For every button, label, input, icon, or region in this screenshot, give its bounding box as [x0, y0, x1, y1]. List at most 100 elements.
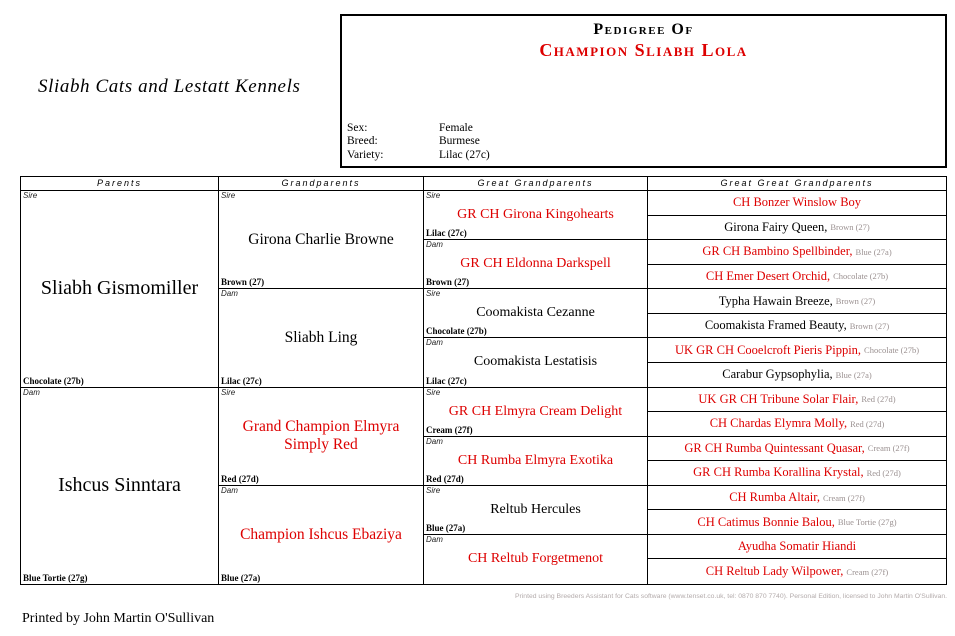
ancestor-line: Coomakista Framed Beauty,Brown (27) [648, 314, 946, 338]
info-label-variety: Variety: [347, 148, 384, 161]
great-great-grandparent-row: CH Catimus Bonnie Balou,Blue Tortie (27g… [648, 510, 946, 535]
software-footer-note: Printed using Breeders Assistant for Cat… [515, 593, 947, 600]
relation-label: Dam [426, 240, 443, 250]
relation-label: Sire [23, 191, 38, 200]
ancestor-name: Sliabh Ling [284, 328, 358, 346]
ancestor-name: Girona Fairy Queen [724, 219, 825, 234]
ancestor-name-wrap: Ayudha Somatir Hiandi [738, 539, 856, 554]
ancestor-name: Champion Ishcus Ebaziya [240, 525, 402, 543]
ancestor-name-wrap: Girona Charlie Browne [219, 191, 423, 288]
ancestor-name: Reltub Hercules [490, 501, 581, 517]
ancestor-name: Ayudha Somatir Hiandi [737, 539, 857, 554]
comma: , [860, 465, 864, 480]
comma: , [829, 293, 833, 308]
variety-label: Brown (27) [830, 222, 870, 233]
info-value-variety: Lilac (27c) [439, 148, 490, 161]
relation-label: Sire [426, 485, 441, 495]
ancestor-name: Girona Charlie Browne [248, 230, 394, 248]
ancestor-name: Coomakista Cezanne [476, 305, 595, 321]
variety-label: Lilac (27c) [426, 375, 467, 386]
variety-label: Brown (27) [221, 277, 265, 288]
variety-label: Cream (27f) [846, 566, 889, 577]
ancestor-name-wrap: Coomakista Lestatisis [424, 338, 647, 386]
ancestor-name: GR CH Girona Kingohearts [457, 207, 614, 223]
variety-label: Chocolate (27b) [864, 345, 920, 356]
comma: , [857, 342, 862, 357]
relation-label: Dam [426, 534, 443, 544]
ancestor-name: UK GR CH Cooelcroft Pieris Pippin [674, 342, 858, 357]
variety-label: Blue (27a) [855, 246, 892, 257]
ancestor-line: CH Rumba Altair,Cream (27f) [648, 486, 946, 510]
ancestor-name-wrap: Grand Champion Elmyra Simply Red [219, 388, 423, 485]
ancestor-name: CH Reltub Forgetmenot [467, 551, 604, 567]
great-great-grandparent-row: Carabur Gypsophylia,Blue (27a) [648, 363, 946, 388]
comma: , [849, 244, 853, 259]
great-great-grandparent-row: CH Chardas Elymra Molly,Red (27d) [648, 412, 946, 437]
variety-label: Chocolate (27b) [833, 271, 889, 282]
ancestor-name-wrap: GR CH Rumba Quintessant Quasar, [684, 441, 864, 456]
ancestor-line: Girona Fairy Queen,Brown (27) [648, 216, 946, 240]
comma: , [843, 318, 847, 333]
ancestor-name-wrap: CH Bonzer Winslow Boy [733, 195, 861, 210]
info-row-breed: Breed:Burmese [347, 135, 490, 149]
ancestor-name-wrap: CH Emer Desert Orchid, [706, 269, 830, 284]
great-great-grandparent-row: UK GR CH Cooelcroft Pieris Pippin,Chocol… [648, 338, 946, 363]
ancestor-line: Ayudha Somatir Hiandi [648, 535, 946, 559]
ancestor-name: Ishcus Sinntara [58, 474, 181, 497]
variety-label: Brown (27) [426, 277, 470, 288]
ancestor-name-wrap: Sliabh Ling [219, 289, 423, 386]
column-header-great-great-grandparents: Great Great Grandparents [648, 177, 946, 191]
info-label-breed: Breed: [347, 135, 378, 147]
variety-label: Red (27d) [866, 467, 901, 478]
ancestor-name-wrap: UK GR CH Cooelcroft Pieris Pippin, [675, 343, 861, 358]
variety-label: Red (27d) [861, 394, 896, 405]
great-grandparents-cell-dam: Dam CH Reltub Forgetmenot [424, 534, 648, 584]
ancestor-name-wrap: Ishcus Sinntara [21, 388, 218, 585]
variety-label: Brown (27) [849, 320, 890, 331]
ancestor-name: Carabur Gypsophylia [722, 367, 830, 382]
subject-cat-name: Champion Sliabh Lola [539, 40, 748, 60]
ancestor-name-wrap: GR CH Bambino Spellbinder, [702, 244, 852, 259]
ancestor-line: GR CH Rumba Korallina Krystal,Red (27d) [648, 461, 946, 485]
variety-label: Lilac (27c) [426, 228, 467, 239]
ancestor-name: Coomakista Framed Beauty [704, 318, 844, 333]
relation-label: Sire [426, 191, 441, 200]
ancestor-name: GR CH Rumba Korallina Krystal [693, 465, 861, 480]
variety-label: Brown (27) [835, 296, 876, 307]
variety-label: Blue Tortie (27g) [837, 517, 897, 528]
ancestor-name-wrap: GR CH Eldonna Darkspell [424, 240, 647, 288]
variety-label: Blue (27a) [426, 522, 466, 533]
ancestor-line: CH Chardas Elymra Molly,Red (27d) [648, 412, 946, 436]
great-great-grandparent-row: CH Reltub Lady Wilpower,Cream (27f) [648, 559, 946, 584]
ancestor-name-wrap: Champion Ishcus Ebaziya [219, 486, 423, 584]
relation-label: Sire [221, 387, 236, 397]
column-header-great-grandparents: Great Grandparents [424, 177, 648, 191]
variety-label: Chocolate (27b) [23, 375, 84, 386]
comma: , [840, 564, 844, 579]
great-great-grandparent-row: Ayudha Somatir Hiandi [648, 535, 946, 560]
variety-label: Red (27d) [221, 473, 259, 484]
info-row-sex: Sex:Female [347, 122, 490, 136]
ancestor-name: GR CH Elmyra Cream Delight [448, 403, 623, 419]
ancestor-name-wrap: GR CH Girona Kingohearts [424, 191, 647, 239]
ancestor-line: CH Catimus Bonnie Balou,Blue Tortie (27g… [648, 510, 946, 534]
ancestor-line: CH Reltub Lady Wilpower,Cream (27f) [648, 559, 946, 584]
ancestor-line: UK GR CH Cooelcroft Pieris Pippin,Chocol… [648, 338, 946, 362]
variety-label: Red (27d) [850, 418, 885, 429]
ancestor-name-wrap: GR CH Elmyra Cream Delight [424, 388, 647, 436]
ancestor-name-wrap: Reltub Hercules [424, 486, 647, 534]
relation-label: Dam [426, 338, 443, 348]
ancestor-name: Typha Hawain Breeze [718, 293, 830, 308]
ancestor-name: CH Bonzer Winslow Boy [732, 195, 862, 210]
great-great-grandparent-row: Typha Hawain Breeze,Brown (27) [648, 289, 946, 314]
ancestor-name: CH Chardas Elymra Molly [709, 416, 844, 431]
ancestor-name-wrap: UK GR CH Tribune Solar Flair, [698, 392, 858, 407]
comma: , [861, 440, 865, 455]
variety-label: Lilac (27c) [221, 375, 262, 386]
